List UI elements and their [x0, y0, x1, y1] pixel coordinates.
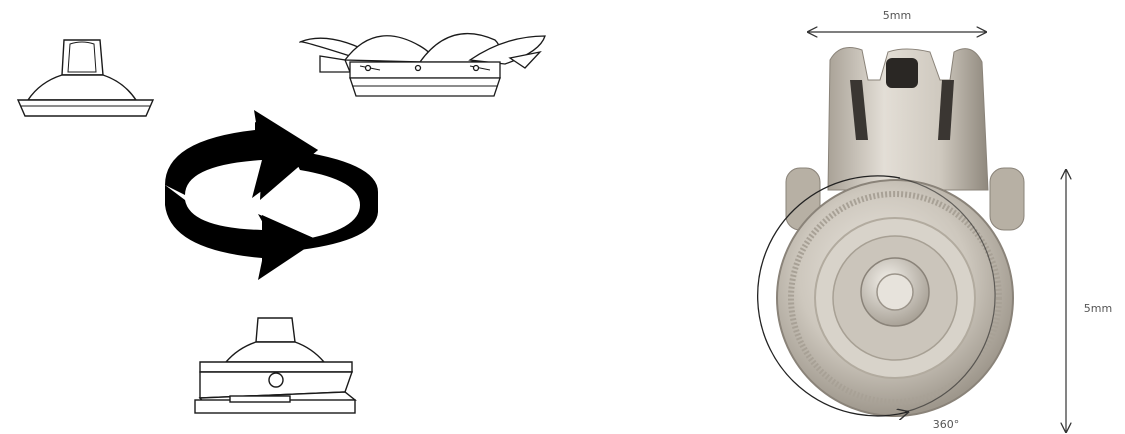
suction-cup-icon: [18, 40, 153, 116]
swivel-mount-photo: [758, 48, 1024, 416]
height-label: 5mm: [1084, 302, 1112, 315]
circular-arrows-icon: [165, 110, 378, 280]
width-dimension: 5mm: [808, 9, 986, 32]
clamp-base-icon: [195, 318, 355, 413]
width-label: 5mm: [883, 9, 911, 22]
height-dimension: 5mm: [1066, 170, 1112, 432]
flower-base-icon: [300, 34, 545, 96]
rotation-label: 360°: [933, 418, 960, 431]
